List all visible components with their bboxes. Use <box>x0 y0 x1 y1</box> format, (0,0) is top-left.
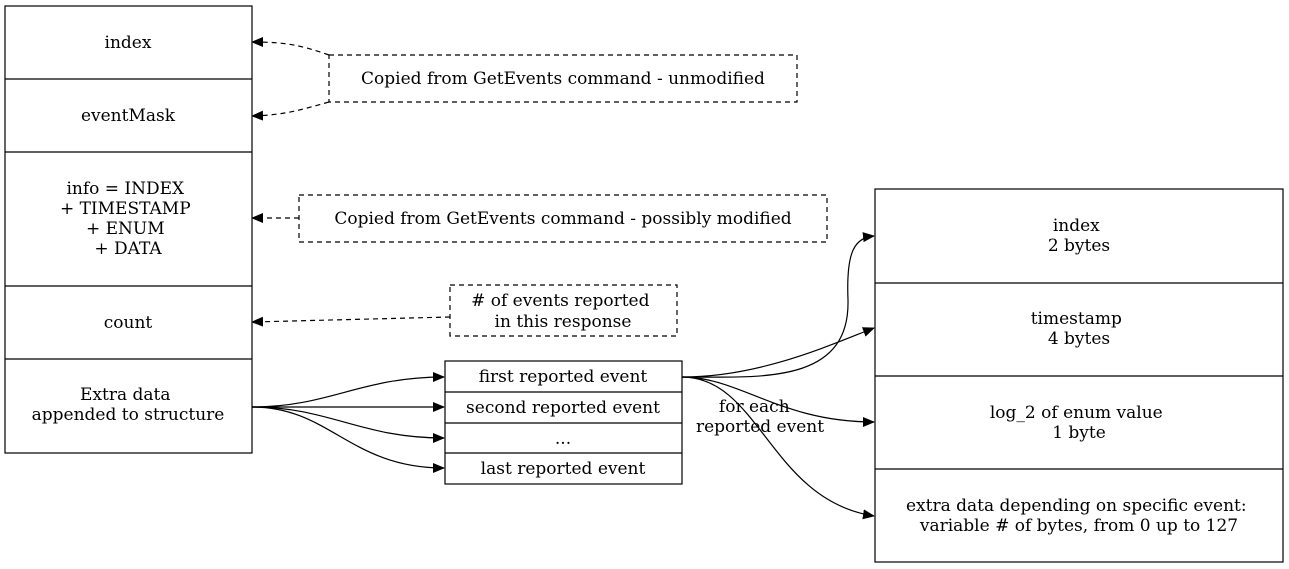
note-unmodified-text: Copied from GetEvents command - unmodifi… <box>361 69 765 89</box>
note-possibly-modified: Copied from GetEvents command - possibly… <box>298 194 828 243</box>
edge-first-event-to-timestamp <box>681 327 875 378</box>
edge-first-event-to-enum <box>681 376 875 427</box>
note-event-count: # of events reported in this response <box>449 284 678 337</box>
event-field-extra-data: extra data depending on specific event: … <box>906 496 1252 536</box>
event-field-index: index 2 bytes <box>1048 216 1110 256</box>
event-list-item: first reported event <box>479 367 648 387</box>
edge-label-for-each: for each reported event <box>696 397 824 437</box>
edge-extra-to-last-event <box>251 406 445 473</box>
event-list-item: last reported event <box>481 459 646 479</box>
event-fields-record: index 2 bytes timestamp 4 bytes log_2 of… <box>874 188 1284 563</box>
event-list-item: ... <box>555 429 571 449</box>
note-unmodified: Copied from GetEvents command - unmodifi… <box>328 54 798 103</box>
edges <box>251 37 875 520</box>
structure-record: index eventMask info = INDEX + TIMESTAMP… <box>4 5 253 454</box>
edge-first-event-to-extra <box>681 376 875 520</box>
event-list-record: first reported event second reported eve… <box>444 360 683 485</box>
event-field-timestamp: timestamp 4 bytes <box>1031 309 1128 349</box>
edge-note-unmodified-to-eventmask <box>251 101 330 121</box>
edge-note-unmodified-to-index <box>251 37 330 56</box>
edge-note-count-to-count <box>251 316 451 327</box>
edge-extra-to-ellipsis <box>251 406 445 443</box>
field-count: count <box>104 313 153 333</box>
event-list-item: second reported event <box>466 398 660 418</box>
field-eventmask: eventMask <box>81 106 176 126</box>
field-index: index <box>105 33 152 53</box>
field-info: info = INDEX + TIMESTAMP + ENUM + DATA <box>60 179 196 259</box>
field-extra-data: Extra data appended to structure <box>32 385 225 425</box>
edge-extra-to-first-event <box>251 372 445 408</box>
note-event-count-text: # of events reported in this response <box>471 291 655 332</box>
note-possibly-modified-text: Copied from GetEvents command - possibly… <box>334 209 791 229</box>
edge-first-event-to-index <box>681 232 875 378</box>
event-field-enum: log_2 of enum value 1 byte <box>990 403 1168 443</box>
